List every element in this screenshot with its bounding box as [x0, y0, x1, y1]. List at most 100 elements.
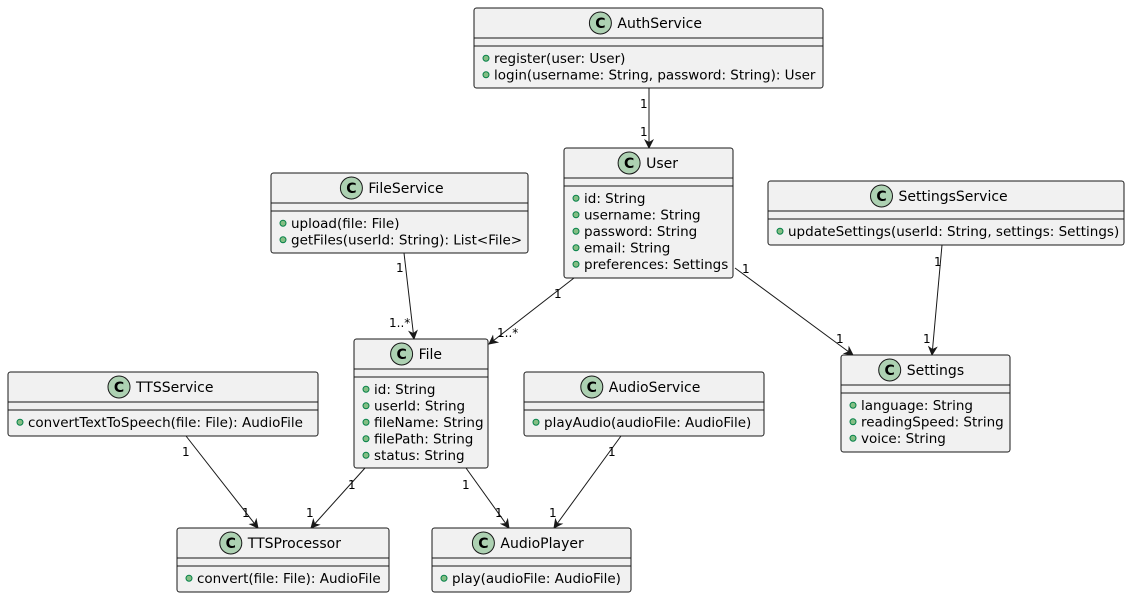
public-visibility-icon [362, 385, 370, 393]
target-multiplicity: 1 [923, 332, 931, 346]
class-name: Settings [907, 363, 964, 379]
target-multiplicity: 1..* [389, 316, 410, 330]
class-name: TTSService [135, 380, 214, 396]
public-visibility-icon [572, 227, 580, 235]
association-user-file: 1 1..* [488, 277, 575, 345]
class-box [353, 338, 489, 469]
class-stereotype-letter: C [396, 347, 406, 363]
source-multiplicity: 1 [640, 97, 648, 111]
class-box [270, 172, 529, 254]
class-stereotype-icon [219, 531, 243, 555]
target-multiplicity: 1 [242, 506, 250, 520]
class-member: status: String [374, 448, 465, 464]
class-box [563, 147, 734, 279]
class-stereotype-icon [471, 531, 495, 555]
class-stereotype-icon [870, 184, 893, 208]
target-multiplicity: 1 [495, 506, 503, 520]
class-stereotype-icon [878, 358, 902, 382]
association-file-audioplayer: 11 [462, 467, 510, 529]
public-visibility-icon [482, 71, 490, 79]
target-multiplicity: 1 [306, 506, 314, 520]
public-visibility-icon [776, 227, 784, 235]
association-line [310, 467, 366, 529]
public-visibility-icon [849, 401, 857, 409]
class-stereotype-icon [107, 375, 131, 399]
class-member: readingSpeed: String [861, 414, 1004, 430]
target-multiplicity: 1..* [497, 326, 518, 340]
class-stereotype-icon [617, 151, 641, 175]
target-multiplicity: 1 [549, 506, 557, 520]
class-member: password: String [584, 224, 697, 240]
public-visibility-icon [362, 418, 370, 426]
class-stereotype-letter: C [478, 536, 488, 552]
class-name: AuthService [617, 16, 702, 32]
public-visibility-icon [362, 402, 370, 410]
target-multiplicity: 1 [640, 125, 648, 139]
class-stereotype-letter: C [624, 156, 634, 172]
class-name: AudioService [609, 380, 701, 396]
association-line [403, 252, 418, 340]
public-visibility-icon [362, 451, 370, 459]
class-member: fileName: String [374, 415, 484, 431]
class-stereotype-letter: C [346, 181, 356, 197]
association-line [734, 267, 854, 356]
source-multiplicity: 1 [934, 255, 942, 269]
class-member: id: String [374, 382, 435, 398]
class-box [767, 180, 1125, 246]
class-member: play(audioFile: AudioFile) [452, 571, 621, 587]
public-visibility-icon [849, 434, 857, 442]
class-stereotype-letter: C [885, 363, 895, 379]
association-settingsservice-settings: 11 [923, 244, 943, 356]
class-member: login(username: String, password: String… [494, 67, 816, 83]
association-file-ttsprocessor: 11 [306, 467, 366, 529]
public-visibility-icon [572, 194, 580, 202]
class-stereotype-icon [390, 342, 414, 366]
source-multiplicity: 1 [348, 478, 356, 492]
public-visibility-icon [572, 211, 580, 219]
association-line [465, 467, 510, 529]
source-multiplicity: 1 [554, 287, 562, 301]
public-visibility-icon [362, 435, 370, 443]
public-visibility-icon [482, 54, 490, 62]
association-line [927, 244, 943, 356]
association-line [553, 435, 622, 529]
association-user-settings: 11 [734, 262, 854, 356]
public-visibility-icon [440, 574, 448, 582]
class-member: voice: String [861, 431, 946, 447]
class-stereotype-letter: C [876, 189, 886, 205]
class-name: FileService [368, 181, 443, 197]
association-authservice-user: 11 [640, 88, 654, 149]
association-ttsservice-ttsprocessor: 11 [182, 435, 259, 529]
public-visibility-icon [572, 244, 580, 252]
class-member: username: String [584, 207, 701, 223]
association-audioservice-audioplayer: 11 [549, 435, 622, 529]
class-box [473, 7, 824, 89]
class-name: TTSProcessor [247, 536, 341, 552]
source-multiplicity: 1 [182, 445, 190, 459]
source-multiplicity: 1 [462, 478, 470, 492]
class-stereotype-letter: C [587, 380, 597, 396]
class-member: getFiles(userId: String): List<File> [291, 232, 522, 248]
public-visibility-icon [185, 574, 193, 582]
source-multiplicity: 1 [742, 262, 750, 276]
association-fileservice-file: 11..* [389, 252, 418, 340]
public-visibility-icon [279, 219, 287, 227]
target-multiplicity: 1 [836, 332, 844, 346]
class-audioplayer: C AudioPlayer play(audioFile: AudioFile) [431, 527, 632, 593]
classes-layer: C AuthService register(user: User)login(us… [7, 7, 1125, 593]
association-line [488, 277, 575, 345]
class-name: User [646, 156, 678, 172]
class-member: preferences: Settings [584, 257, 728, 273]
class-name: AudioPlayer [500, 536, 584, 552]
class-member: register(user: User) [494, 51, 625, 67]
public-visibility-icon [532, 418, 540, 426]
